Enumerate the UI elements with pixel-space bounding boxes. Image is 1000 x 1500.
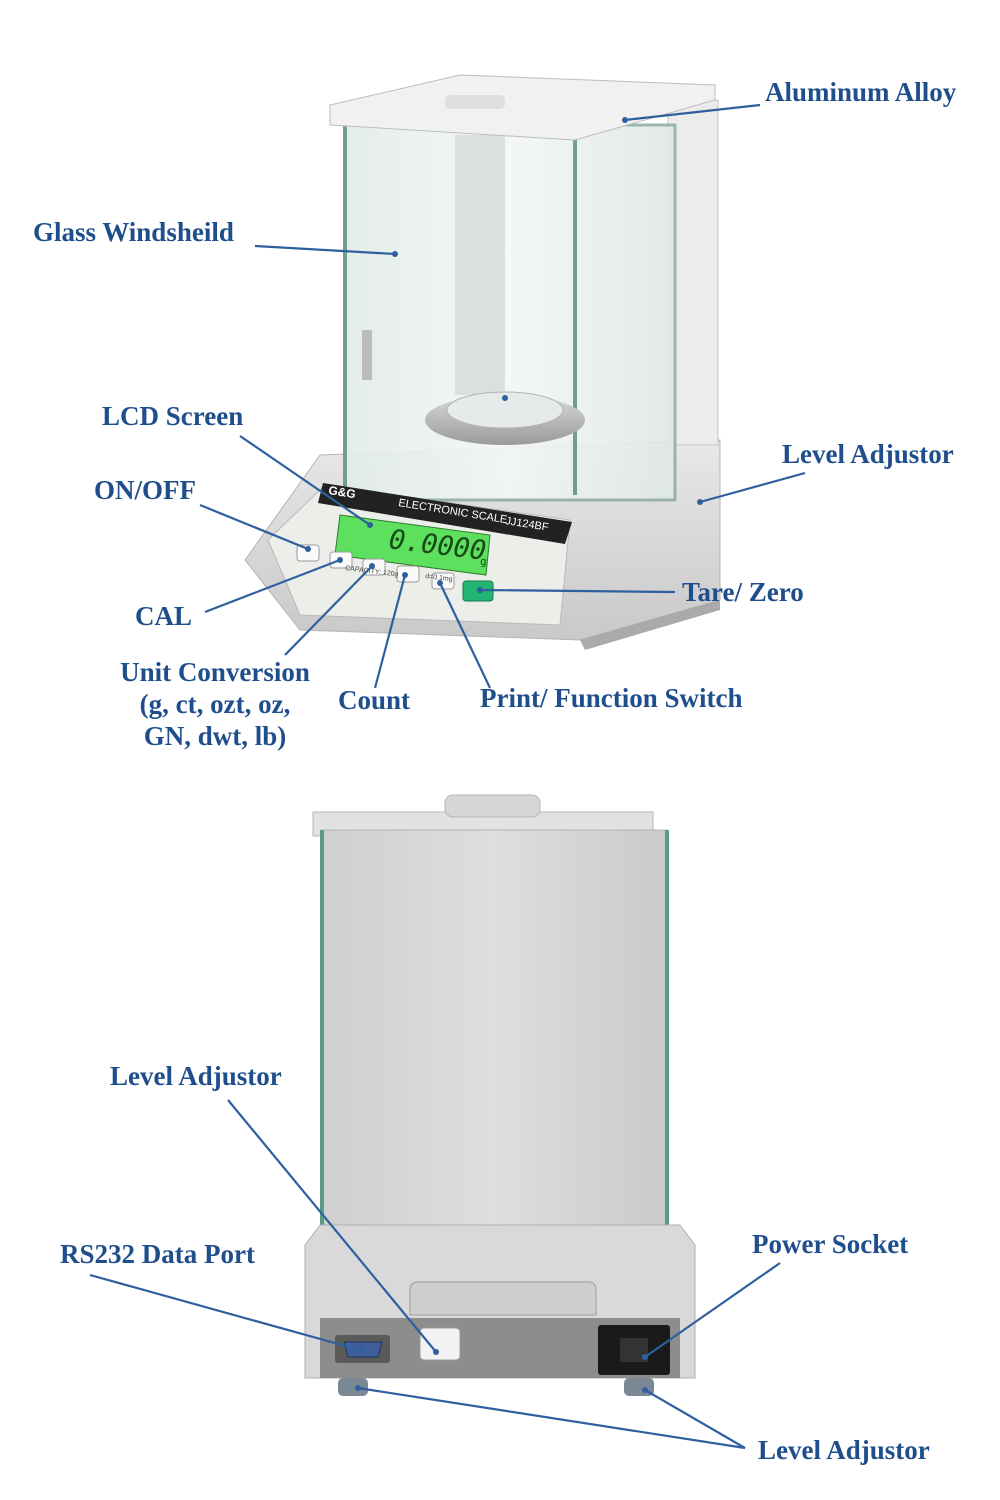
unit-conversion-line-2: (g, ct, ozt, oz, [139,689,291,719]
back-leader-lines [89,1099,781,1450]
back-top-handle [444,794,541,818]
title-strip [318,483,572,544]
brand-logo: G&G [328,483,357,501]
leader-print [439,582,491,689]
rear-panel [321,829,668,1251]
on-off-button[interactable] [296,544,320,562]
callout-rs232-port: RS232 Data Port [60,1239,255,1269]
scale-base-shadow [580,600,720,650]
callout-level-adjustor-back-top: Level Adjustor [110,1061,282,1091]
leader-onoff [199,503,309,551]
leader-count [373,574,407,689]
callout-tare-zero: Tare/ Zero [682,577,804,607]
side-door-handle [362,330,372,380]
back-leader-dots [355,1347,648,1393]
leader-power [644,1262,781,1358]
callout-level-adjustor-back-bottom: Level Adjustor [758,1435,930,1465]
unit-conversion-line-3: GN, dwt, lb) [143,721,287,751]
leader-foot-left [357,1386,746,1450]
callout-level-adjustor-front: Level Adjustor [782,439,954,469]
callout-unit-conversion: Unit Conversion (g, ct, ozt, oz, GN, dwt… [105,656,325,752]
leader-level-back [227,1099,437,1353]
top-door-handle [445,95,505,109]
level-adjustor-knob [419,1327,461,1361]
leader-tare [479,588,676,594]
callout-print-function: Print/ Function Switch [480,683,743,713]
rear-glass-column [455,135,505,395]
callout-glass-windshield: Glass Windsheild [33,217,234,247]
callout-count: Count [338,685,411,715]
callout-on-off: ON/OFF [94,475,196,505]
callout-cal: CAL [135,601,193,631]
front-leader-dots [305,117,703,593]
leader-unit [284,565,373,656]
aluminum-top-frame [329,74,716,141]
rs232-connector [343,1341,383,1358]
weighing-pan-top [446,391,564,429]
leader-aluminum [624,103,761,122]
leader-lcd [239,435,371,526]
callout-aluminum-alloy: Aluminum Alloy [765,77,957,107]
back-view-scale [304,794,696,1396]
leader-foot-right [644,1389,746,1449]
back-base-recess [409,1281,597,1316]
count-button[interactable] [396,565,420,583]
front-view-scale: G&G ELECTRONIC SCALE JJ124BF 0.0000 g CA… [244,74,721,650]
front-leader-lines [199,103,806,689]
unit-conversion-line-1: Unit Conversion [120,657,310,687]
leader-cal [204,558,341,614]
callout-power-socket: Power Socket [752,1229,909,1259]
lcd-unit: g [480,555,487,568]
callout-lcd-screen: LCD Screen [102,401,244,431]
leader-glass [254,244,396,256]
leader-rs232 [89,1273,361,1352]
leader-level-front [699,471,806,504]
left-foot [338,1378,368,1396]
resolution-label: d=0.1mg [425,573,453,583]
